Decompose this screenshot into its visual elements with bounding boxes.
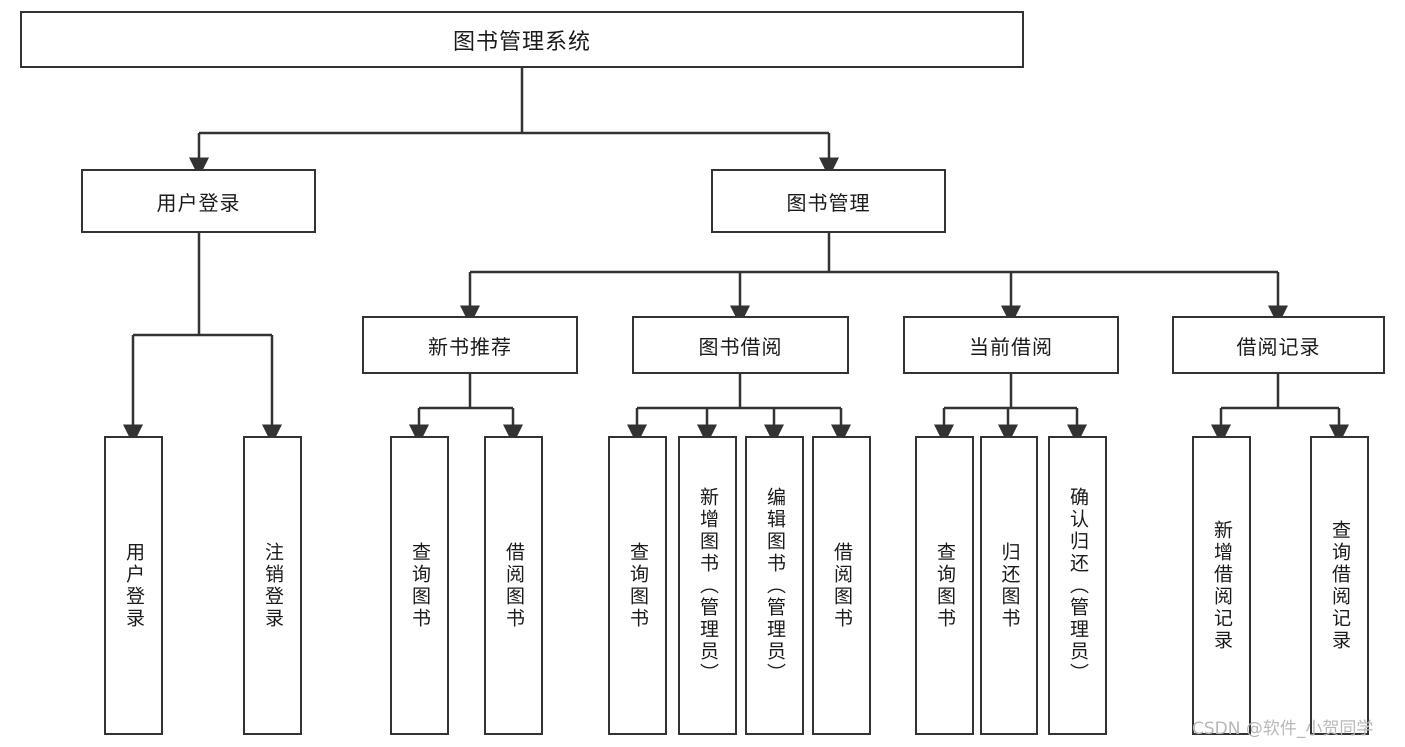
leaf-user-login-logout[interactable]: 注销登录 [243, 436, 302, 735]
node-label: 新增借阅记录 [1211, 519, 1233, 652]
node-root-system[interactable]: 图书管理系统 [20, 11, 1024, 68]
leaf-borrow-borrow-book[interactable]: 借阅图书 [812, 436, 871, 735]
leaf-recommend-query-book[interactable]: 查询图书 [390, 436, 449, 735]
leaf-current-query-book[interactable]: 查询图书 [915, 436, 974, 735]
node-label: 归还图书 [998, 541, 1021, 630]
node-label: 编辑图书（管理员） [764, 486, 786, 685]
leaf-record-add-record[interactable]: 新增借阅记录 [1192, 436, 1251, 735]
node-current-borrow[interactable]: 当前借阅 [903, 316, 1119, 374]
node-label: 图书管理 [786, 190, 871, 215]
node-label: 用户登录 [156, 190, 241, 215]
node-label: 新书推荐 [428, 334, 512, 359]
node-book-management[interactable]: 图书管理 [711, 169, 946, 233]
leaf-borrow-add-book-admin[interactable]: 新增图书（管理员） [678, 436, 737, 735]
leaf-borrow-query-book[interactable]: 查询图书 [608, 436, 667, 735]
node-label: 查询图书 [934, 541, 956, 630]
node-borrow-record[interactable]: 借阅记录 [1172, 316, 1385, 374]
node-label: 借阅图书 [503, 541, 525, 630]
node-label: 查询图书 [409, 541, 431, 630]
node-new-book-recommend[interactable]: 新书推荐 [362, 316, 578, 374]
node-label: 查询图书 [627, 541, 649, 630]
node-label: 当前借阅 [969, 334, 1053, 359]
node-label: 借阅图书 [831, 541, 853, 630]
node-label: 图书管理系统 [452, 29, 591, 55]
node-label: 注销登录 [262, 541, 284, 630]
leaf-user-login-login[interactable]: 用户登录 [104, 436, 163, 735]
node-label: 确认归还（管理员） [1067, 486, 1089, 685]
node-label: 新增图书（管理员） [697, 486, 719, 685]
node-label: 查询借阅记录 [1329, 519, 1351, 652]
leaf-borrow-edit-book-admin[interactable]: 编辑图书（管理员） [745, 436, 804, 735]
node-user-login[interactable]: 用户登录 [81, 169, 316, 233]
node-label: 借阅记录 [1236, 334, 1321, 359]
node-label: 用户登录 [123, 541, 145, 630]
leaf-current-return-book[interactable]: 归还图书 [980, 436, 1038, 735]
leaf-record-query-record[interactable]: 查询借阅记录 [1310, 436, 1369, 735]
node-label: 图书借阅 [698, 334, 783, 359]
csdn-watermark: CSDN @软件_小贺同学 [1192, 719, 1374, 739]
leaf-recommend-borrow-book[interactable]: 借阅图书 [484, 436, 543, 735]
node-book-borrow[interactable]: 图书借阅 [632, 316, 849, 374]
leaf-current-confirm-return-admin[interactable]: 确认归还（管理员） [1048, 436, 1107, 735]
